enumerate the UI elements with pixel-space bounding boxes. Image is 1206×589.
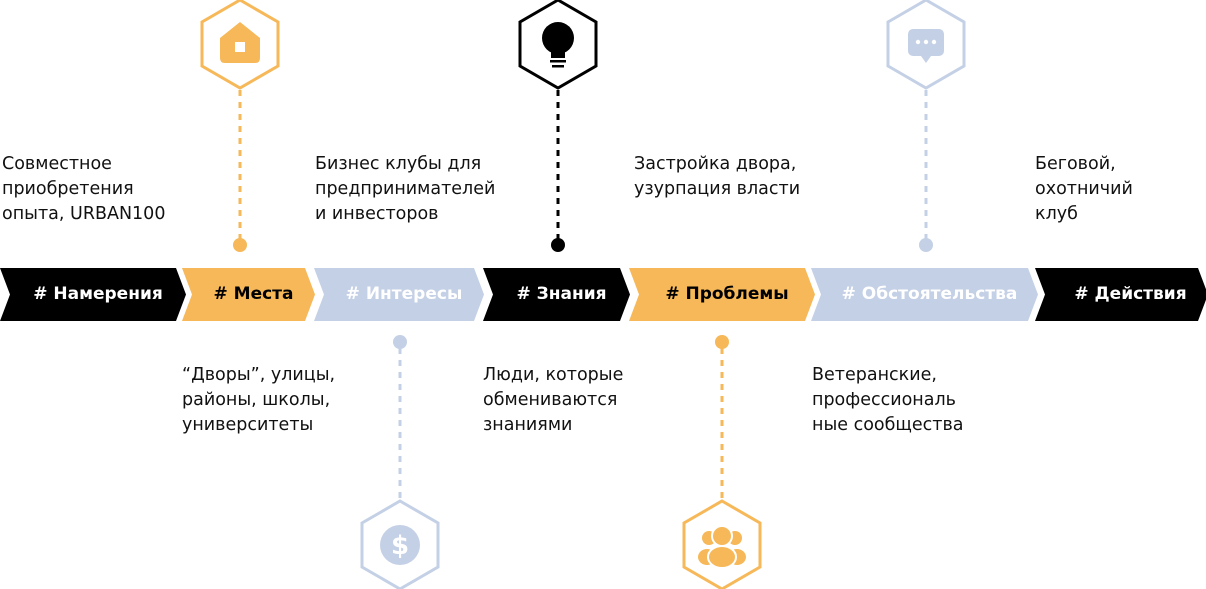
segment-shape [629,268,815,321]
bubble-dot [915,39,921,45]
segment-intentions: # Намерения [33,284,163,304]
hexagon-frame [886,0,966,90]
segment-shape [0,268,186,321]
person-center-head [711,525,733,547]
lightbulb-icon [542,22,574,68]
note-places: “Дворы”, улицы, районы, школы, университ… [182,365,336,435]
bubble-tail [921,56,931,63]
bubble-dot [931,39,937,45]
segment-shape [182,268,315,321]
bulb-glass [542,22,574,54]
note-knowledge: Люди, которые обмениваются знаниями [483,365,624,435]
people-icon [698,525,746,569]
connector-dot [715,335,729,349]
coin [380,525,420,565]
segment-knowledge: # Знания [516,284,607,304]
connector-dot [393,335,407,349]
bubble-dot [923,39,929,45]
segment-interests: # Интересы [345,284,463,304]
dollar-sign: $ [391,531,409,561]
segment-places: # Места [213,284,294,304]
connector-dot [551,238,565,252]
connector-dot [919,238,933,252]
note-circumstances: Ветеранские, профессиональ ные сообществ… [812,365,964,435]
segment-actions: # Действия [1074,284,1187,304]
hexagon-frame [200,0,280,90]
connector-dot [233,238,247,252]
segment-shape [1035,268,1206,321]
house-icon [220,22,260,63]
note-interests: Бизнес клубы для предпринимателей и инве… [315,154,496,224]
bulb-base [550,60,566,63]
segment-shape [314,268,484,321]
dollar-icon: $ [380,525,420,565]
note-problems: Застройка двора, узурпация власти [634,154,801,199]
note-intentions: Совместное приобретения опыта, URBAN100 [2,154,166,224]
person-center-body [707,545,737,569]
segment-shape [483,268,630,321]
hexagon-frame [518,0,598,90]
segment-problems: # Проблемы [665,284,789,304]
house-window [235,42,245,52]
bulb-base [552,65,564,68]
chat-bubble-icon [908,29,944,63]
bulb-neck [551,46,565,58]
segment-circumstances: # Обстоятельства [841,284,1018,304]
note-actions: Беговой, охотничий клуб [1035,154,1133,224]
segment-shape [811,268,1038,321]
hexagon-frame [682,499,762,589]
hexagon-frame [360,499,440,589]
